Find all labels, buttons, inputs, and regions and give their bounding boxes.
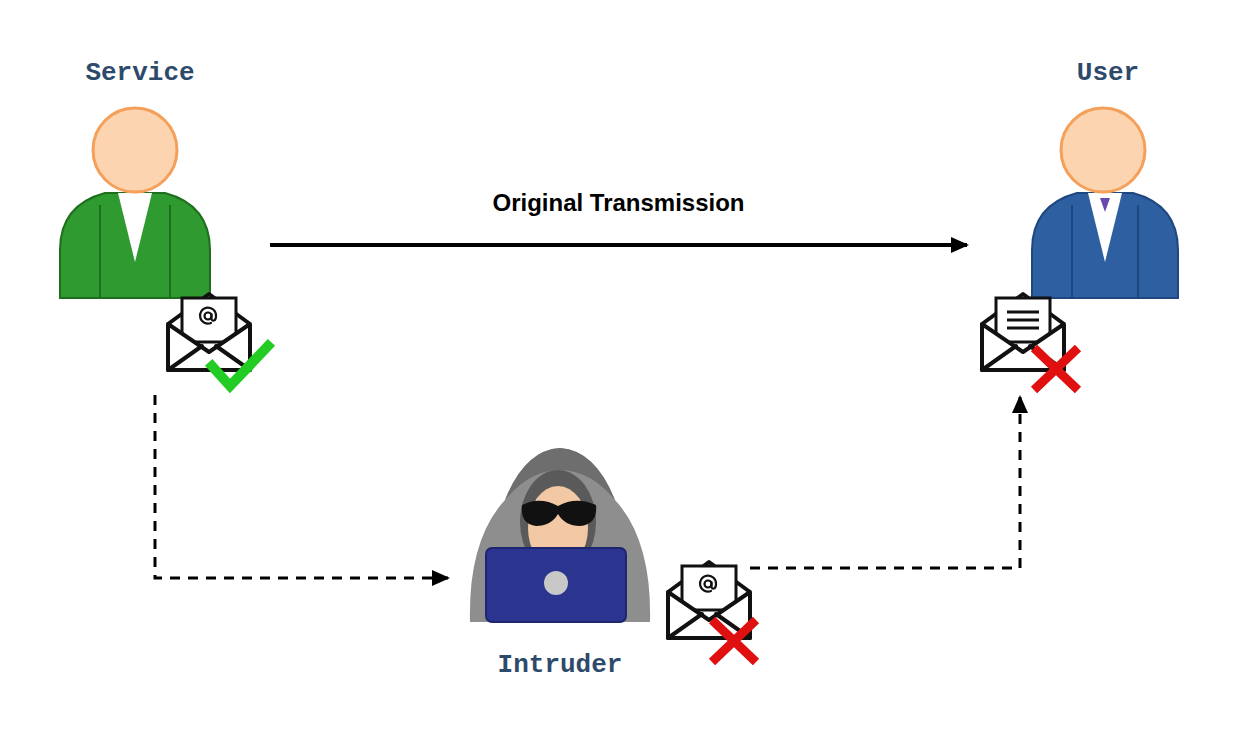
service-node: Service	[55, 50, 270, 395]
envelope-icon	[168, 294, 250, 370]
envelope-icon	[982, 294, 1064, 370]
dashed-arrow	[155, 395, 448, 578]
node-label: Intruder	[498, 650, 623, 680]
node-label: User	[1077, 58, 1139, 88]
cross-mark	[1034, 348, 1078, 390]
envelope-icon	[668, 562, 750, 638]
node-label: Service	[85, 58, 194, 88]
edge-label: Original Transmission	[488, 188, 748, 218]
service-person	[60, 108, 210, 298]
intruder-figure	[470, 448, 650, 622]
user-person	[1032, 108, 1178, 298]
check-mark	[212, 346, 268, 386]
dashed-arrow	[750, 397, 1020, 568]
cross-mark	[712, 620, 756, 662]
solid-arrow	[270, 243, 967, 247]
user-node: User	[975, 50, 1185, 395]
intruder-node: Intruder	[448, 445, 750, 695]
